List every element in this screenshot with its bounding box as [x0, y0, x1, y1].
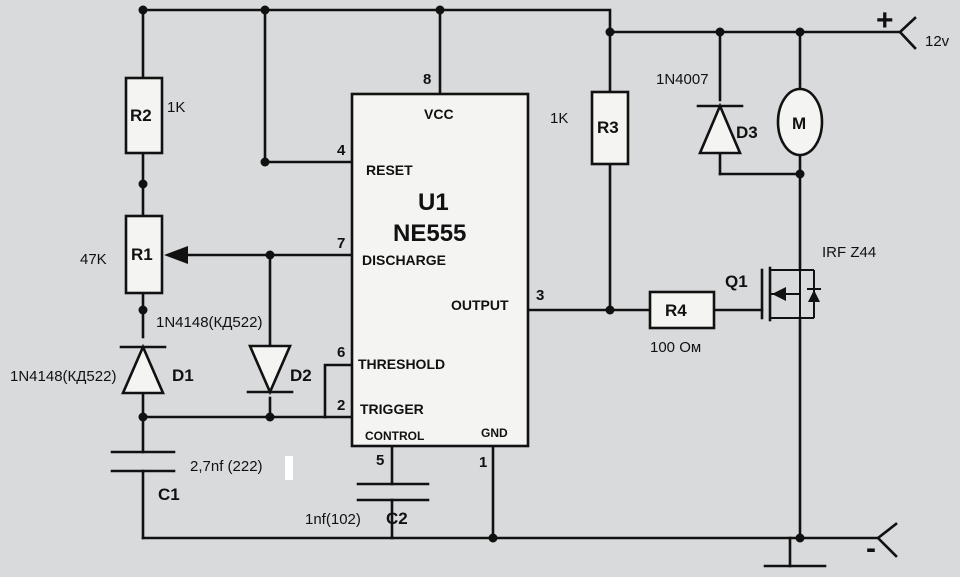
ic-ne555: U1 NE555 VCC RESET DISCHARGE OUTPUT THRE… — [337, 71, 544, 471]
pin-num-gnd: 1 — [479, 454, 487, 471]
pin-num-threshold: 6 — [337, 344, 345, 361]
pin-name-discharge: DISCHARGE — [362, 252, 446, 268]
pin-name-gnd: GND — [481, 426, 508, 440]
c2-value: 1nf(102) — [305, 511, 361, 528]
motor: M — [776, 87, 824, 157]
c1-value: 2,7nf (222) — [190, 458, 263, 475]
d1-ref: D1 — [172, 366, 194, 385]
capacitor-c1: C1 2,7nf (222) — [110, 450, 293, 504]
d3-value: 1N4007 — [656, 71, 709, 88]
r4-value: 100 Ом — [650, 339, 701, 356]
c1-ref: C1 — [158, 485, 180, 504]
pin-num-reset: 4 — [337, 142, 346, 159]
supply-terminals: + 12v - — [866, 4, 950, 565]
resistor-r4: R4 100 Ом — [648, 290, 716, 356]
pin-num-trigger: 2 — [337, 397, 345, 414]
ic-ref: U1 — [418, 189, 449, 216]
d2-ref: D2 — [290, 366, 312, 385]
pin-num-output: 3 — [536, 287, 544, 304]
d3-ref: D3 — [736, 123, 758, 142]
supply-voltage: 12v — [925, 33, 950, 50]
pin-name-control: CONTROL — [365, 429, 424, 443]
diode-d3: D3 1N4007 — [656, 71, 758, 155]
pin-num-vcc: 8 — [423, 71, 431, 88]
potentiometer-r1: R1 47K — [80, 214, 188, 295]
pin-name-output: OUTPUT — [451, 297, 509, 313]
pin-num-control: 5 — [376, 452, 384, 469]
r1-ref: R1 — [131, 245, 153, 264]
q1-ref: Q1 — [725, 272, 748, 291]
pin-name-threshold: THRESHOLD — [358, 356, 445, 372]
d2-value: 1N4148(КД522) — [156, 314, 262, 331]
pin-name-reset: RESET — [366, 162, 413, 178]
r3-ref: R3 — [597, 118, 619, 137]
negative-sign: - — [866, 532, 876, 565]
wiper-arrow-icon — [164, 246, 188, 264]
d1-value: 1N4148(КД522) — [10, 368, 116, 385]
body-diode-icon — [808, 290, 820, 302]
mosfet-q1: Q1 IRF Z44 — [725, 244, 876, 322]
wires — [141, 8, 902, 568]
resistor-r3: R3 1K — [550, 90, 630, 166]
junction-dots — [138, 5, 805, 543]
c2-ref: C2 — [386, 509, 408, 528]
mosfet-arrow-icon — [772, 287, 786, 301]
r2-value: 1K — [167, 99, 185, 116]
q1-value: IRF Z44 — [822, 244, 876, 261]
diode-d1: D1 1N4148(КД522) — [10, 343, 194, 395]
ic-part: NE555 — [393, 220, 466, 247]
positive-sign: + — [876, 4, 894, 37]
r3-value: 1K — [550, 110, 568, 127]
pin-num-discharge: 7 — [337, 235, 345, 252]
r2-ref: R2 — [130, 106, 152, 125]
capacitor-c2: C2 1nf(102) — [305, 482, 430, 528]
r1-value: 47K — [80, 251, 107, 268]
r4-ref: R4 — [665, 301, 687, 320]
resistor-r2: R2 1K — [124, 76, 185, 155]
motor-symbol: M — [792, 114, 806, 133]
diode-d2: D2 1N4148(КД522) — [156, 314, 312, 396]
label-highlight — [285, 456, 293, 480]
pin-name-vcc: VCC — [424, 106, 454, 122]
pin-name-trigger: TRIGGER — [360, 401, 424, 417]
